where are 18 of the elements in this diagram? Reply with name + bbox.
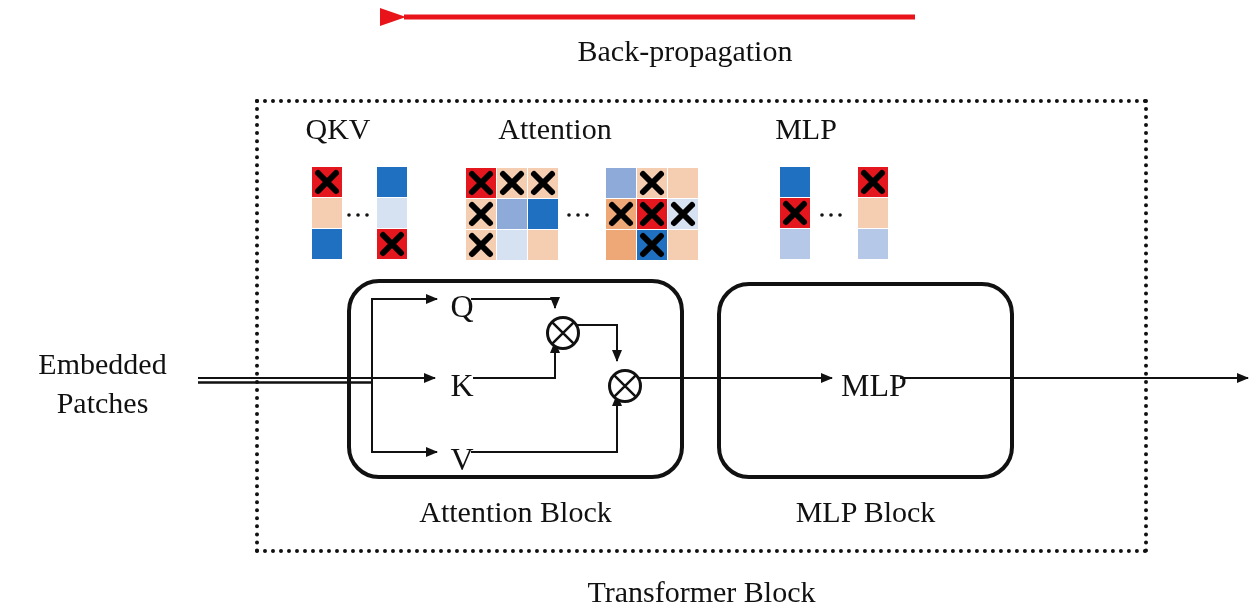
- block-title: MLP Block: [794, 495, 937, 529]
- section-heading: MLP: [774, 112, 838, 146]
- node-label: Q: [448, 288, 476, 326]
- block-title: Attention Block: [418, 495, 613, 529]
- multiply-symbol: [546, 316, 580, 350]
- section-heading: Attention: [497, 112, 613, 146]
- node-label: K: [446, 366, 478, 406]
- input-label: Embedded Patches: [10, 340, 195, 425]
- multiply-symbol: [608, 369, 642, 403]
- arrow: [470, 297, 560, 309]
- caption-label: Back-propagation: [576, 34, 794, 68]
- arrow: [197, 381, 438, 457]
- node-label: MLP: [843, 366, 905, 406]
- block-title: Transformer Block: [586, 575, 817, 609]
- arrow: [899, 373, 1249, 383]
- node-label: V: [448, 440, 476, 480]
- section-heading: QKV: [304, 112, 372, 146]
- arrow: [197, 373, 436, 383]
